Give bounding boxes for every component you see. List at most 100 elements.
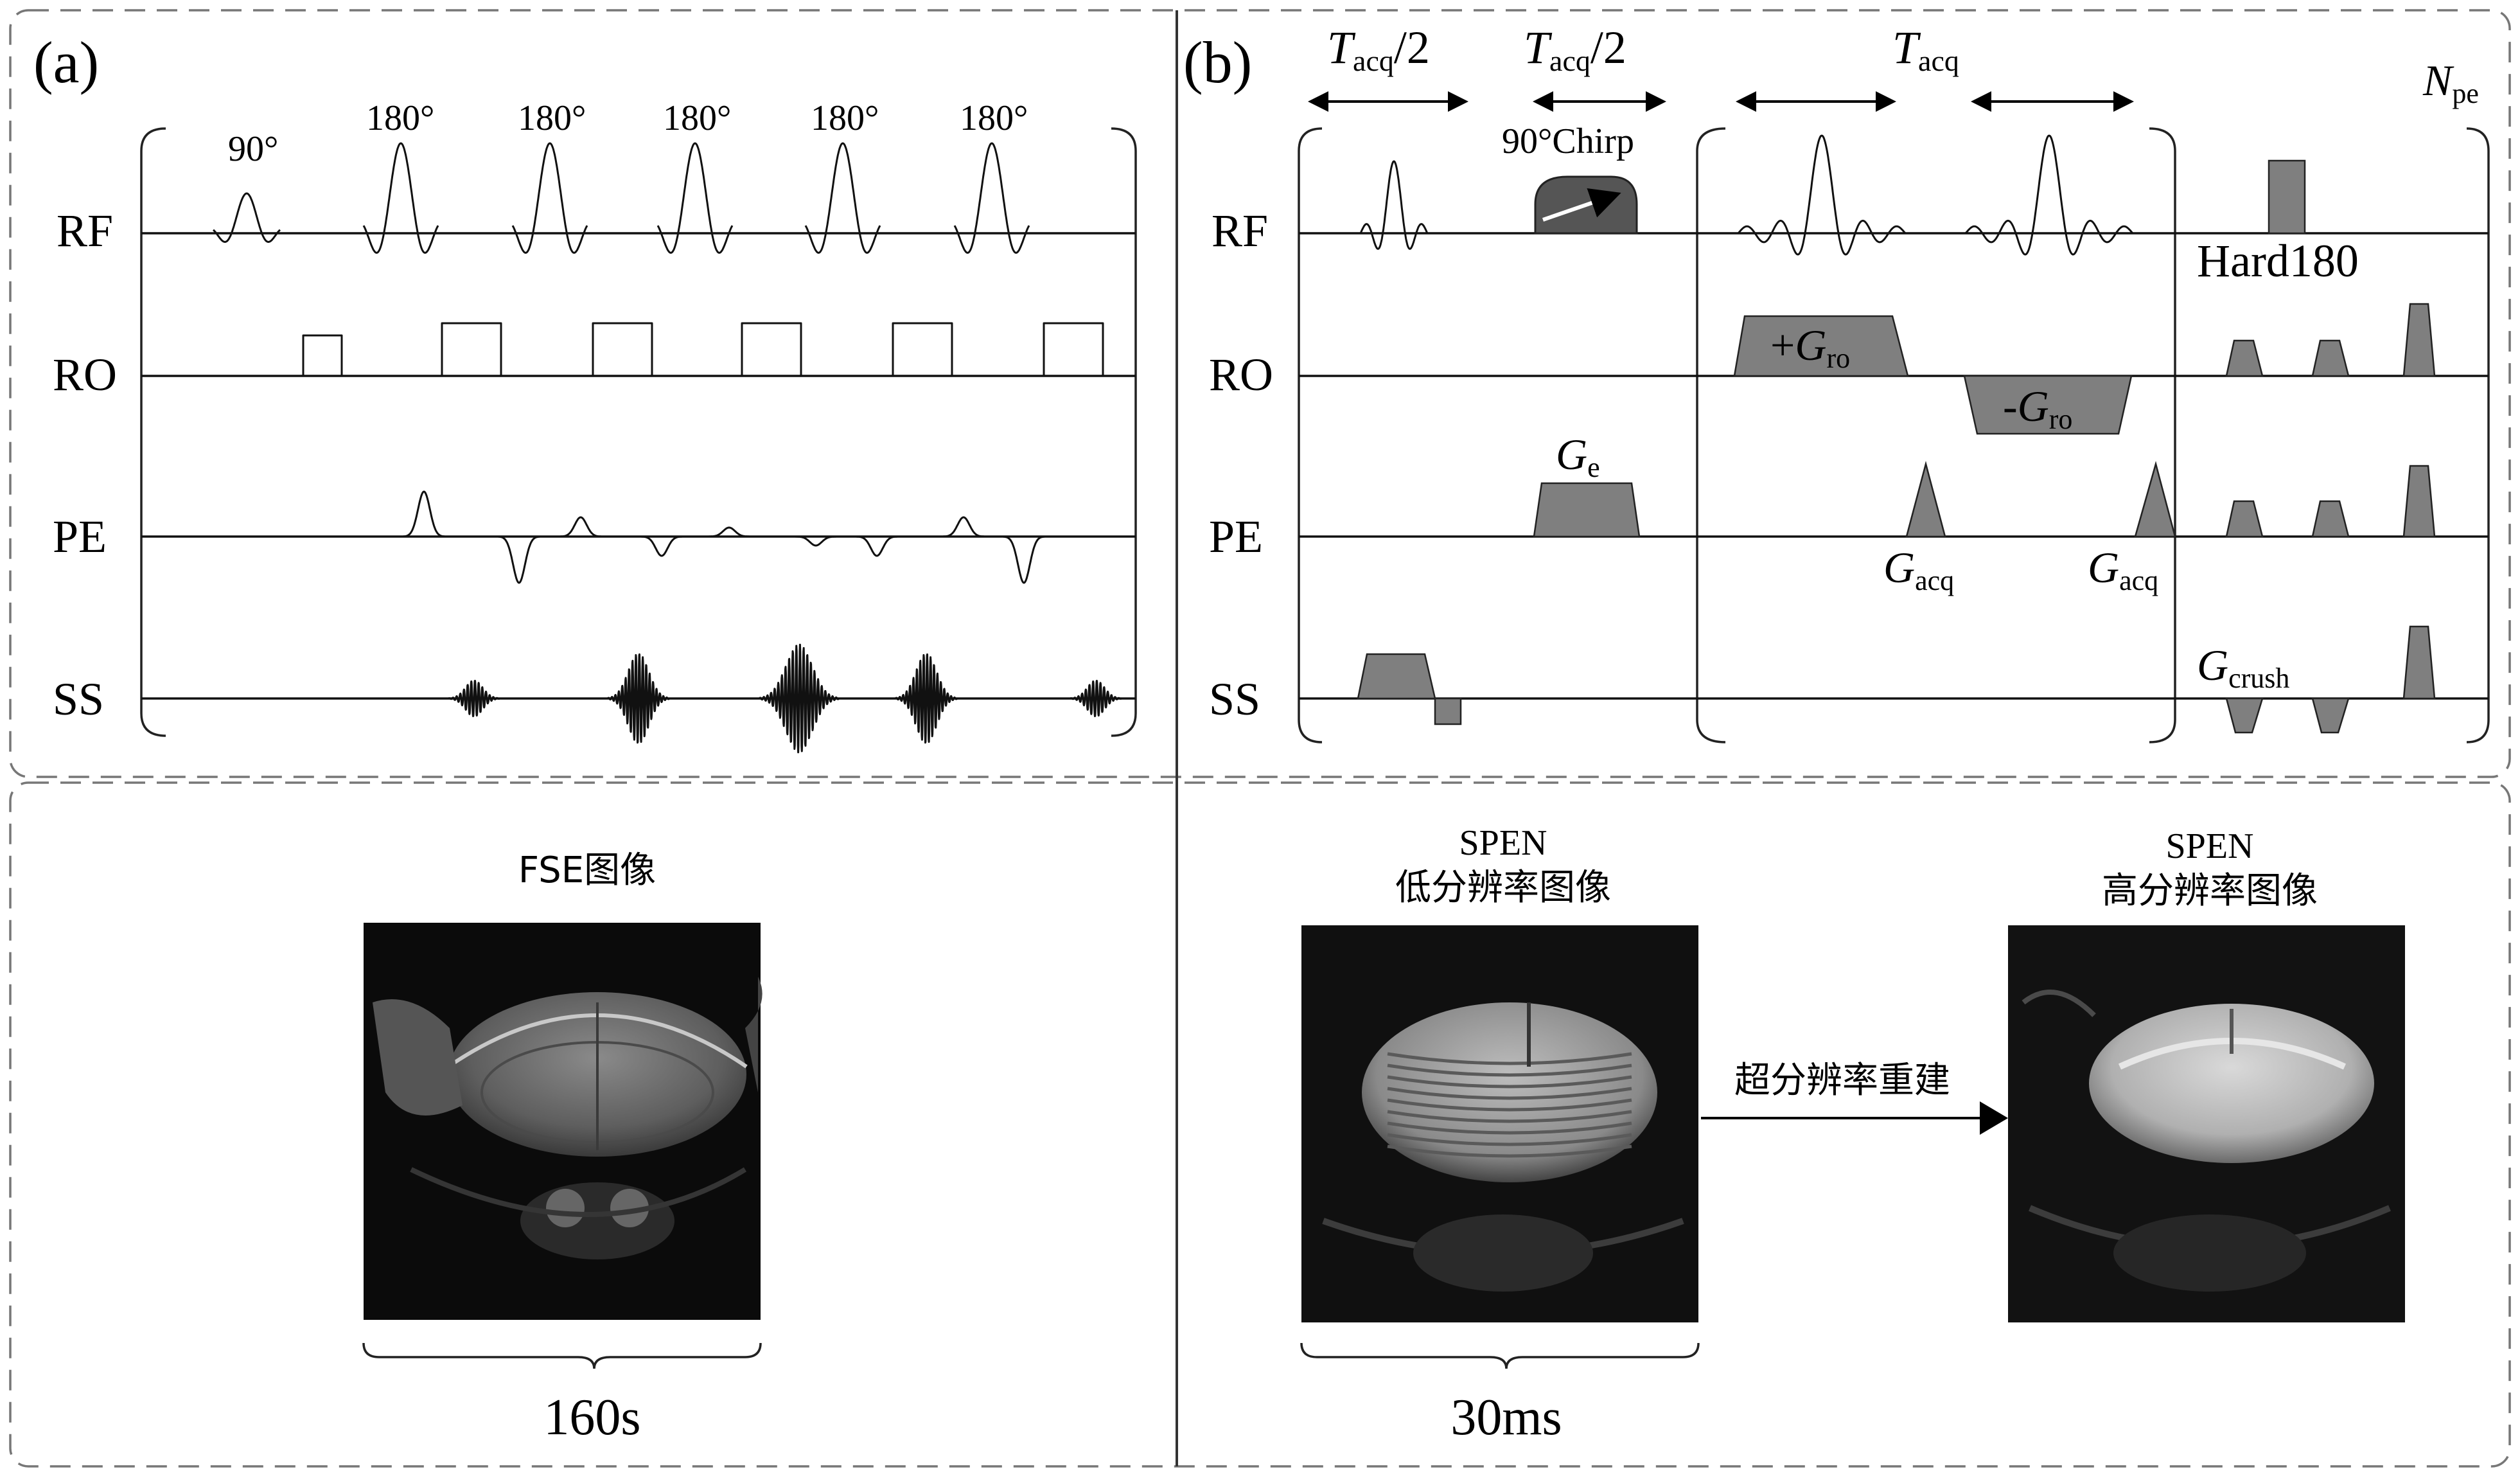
panel-a-ss-echo-5 xyxy=(1069,679,1123,718)
panel-b-ss-rewinder xyxy=(1434,697,1462,725)
panel-a-rf-angle-6: 180° xyxy=(960,98,1028,138)
spen-stripe-artifact xyxy=(1387,1121,1632,1135)
bottom-frame xyxy=(9,781,2511,1468)
panel-a-label: (a) xyxy=(33,30,99,95)
panel-b-rf-refocus-pulse-2 xyxy=(1964,134,2134,256)
panel-a-rf-pulse-180-5 xyxy=(953,142,1030,254)
panel-a-ss-echo-3 xyxy=(758,643,840,754)
panel-a-rf-pulse-180-4 xyxy=(804,142,881,254)
spen-high-title: SPEN xyxy=(2166,826,2254,866)
panel-a-pe-blip-9 xyxy=(1003,535,1045,584)
panel-b-ss-crusher-3 xyxy=(2402,625,2436,700)
panel-b-bracket-3-right xyxy=(2466,127,2490,743)
fse-time-bracket xyxy=(362,1342,762,1369)
spen-high-caption: 高分辨率图像 xyxy=(2102,870,2318,912)
panel-b-ro-positive-gradient xyxy=(1733,315,1909,377)
spen-stripe-artifact xyxy=(1387,1098,1632,1112)
panel-b-rf-excitation-pulse xyxy=(1359,160,1429,250)
panel-b-ss-crusher-2 xyxy=(2311,697,2350,734)
panel-b-chirp-label: 90°Chirp xyxy=(1502,121,1634,161)
spen-stripe-artifact xyxy=(1387,1144,1632,1158)
panel-b-rf-refocus-pulse-1 xyxy=(1737,134,1907,256)
panel-a-pe-blip-1 xyxy=(403,490,445,538)
panel-a-channel-ss: SS xyxy=(53,673,104,725)
spen-stripe-artifact xyxy=(1387,1110,1632,1123)
panel-a-pe-blip-5 xyxy=(708,526,750,538)
panel-a-ss-echoes xyxy=(447,643,1123,754)
panel-a-rf-pulse-180-3 xyxy=(656,142,734,254)
panel-a-rf-angle-3: 180° xyxy=(518,98,586,138)
panel-b-bracket-2-left xyxy=(1696,127,1726,743)
panel-b-ro-crusher-1 xyxy=(2225,339,2264,377)
panel-b-time-label-1: Tacq/2 xyxy=(1327,22,1430,77)
panel-a-rf-angle-5: 180° xyxy=(811,98,879,138)
panel-b-gcrush-label: Gcrush xyxy=(2197,641,2289,694)
spen-low-title: SPEN xyxy=(1459,823,1547,863)
spen-low-caption: 低分辨率图像 xyxy=(1395,867,1611,909)
panel-b-gro-neg-label: -Gro xyxy=(2003,382,2072,435)
panel-b-ss-crusher-1 xyxy=(2225,697,2264,734)
panel-b-ro-crusher-2 xyxy=(2311,339,2350,377)
panel-a-pe-blip-4 xyxy=(640,535,683,557)
panel-a-right-bracket xyxy=(1111,127,1137,737)
panel-b-gacq-blip-2 xyxy=(2134,461,2176,538)
spen-stripe-artifact xyxy=(1387,1052,1632,1065)
panel-b-pe-crusher-1 xyxy=(2225,500,2264,538)
panel-b-pe-crusher-3 xyxy=(2402,465,2436,538)
panel-a-rf-angle-4: 180° xyxy=(663,98,731,138)
panel-b-pe-crusher-2 xyxy=(2311,500,2350,538)
panel-b-channel-pe: PE xyxy=(1209,511,1263,562)
spen-stripe-artifact xyxy=(1387,1075,1632,1089)
panel-a-rf-pulse-180-1 xyxy=(362,142,439,254)
panel-b-ss-gradient xyxy=(1357,653,1436,700)
panel-a-rf-pulse-180-2 xyxy=(511,142,588,254)
spen-time-bracket xyxy=(1300,1342,1700,1369)
panel-a-ss-echo-4 xyxy=(894,653,958,744)
panel-b-npe-label: Npe xyxy=(2422,56,2479,109)
panel-b-channel-ro: RO xyxy=(1209,349,1273,400)
super-resolution-arrowhead xyxy=(1980,1101,2008,1135)
panel-b-time-label-2: Tacq/2 xyxy=(1524,22,1626,77)
panel-a-pe-blip-8 xyxy=(942,516,985,538)
panel-b-channel-ss: SS xyxy=(1209,673,1260,725)
panel-b-label: (b) xyxy=(1183,30,1252,95)
panel-b-hard180-pulse xyxy=(2268,159,2306,235)
panel-b-ge-gradient xyxy=(1533,482,1641,538)
spen-high-image xyxy=(2008,925,2405,1322)
panel-a-left-bracket xyxy=(140,127,166,737)
panel-b-bracket-1-left xyxy=(1298,127,1323,743)
panel-b-gro-pos-label: +Gro xyxy=(1770,321,1850,374)
super-resolution-label: 超分辨率重建 xyxy=(1734,1060,1950,1101)
panel-a-rf-pulse-90 xyxy=(213,192,281,243)
panel-b-gacq-label-1: Gacq xyxy=(1883,543,1954,596)
spen-stripe-artifact xyxy=(1387,1063,1632,1077)
spen-stripe-artifact xyxy=(1387,1087,1632,1100)
panel-b-gacq-label-2: Gacq xyxy=(2088,543,2158,596)
panel-b-channel-rf: RF xyxy=(1212,205,1268,256)
panel-b-chirp-sweep-arrow xyxy=(1542,188,1621,222)
fse-caption: FSE图像 xyxy=(518,849,656,891)
fse-image xyxy=(364,923,762,1320)
panel-b-ro-negative-gradient xyxy=(1963,375,2133,435)
spen-stripe-artifact xyxy=(1387,1133,1632,1146)
spen-low-image xyxy=(1301,925,1698,1322)
panel-b-gacq-blip-1 xyxy=(1905,461,1946,538)
panel-a-channel-pe: PE xyxy=(53,511,107,562)
panel-a-rf-angle-1: 90° xyxy=(228,129,278,169)
panel-a-pe-blips xyxy=(403,490,1045,584)
panel-a-rf-angle-2: 180° xyxy=(366,98,434,138)
panel-a-pe-blip-2 xyxy=(498,535,540,584)
panel-a-ss-echo-2 xyxy=(606,653,671,744)
panel-b-time-label-3: Tacq xyxy=(1892,22,1959,77)
panel-b-hard180-label: Hard180 xyxy=(2197,235,2359,287)
panel-a-ro-waveform xyxy=(141,322,1104,377)
panel-a: (a) RF RO PE SS 90° 180° 180° 180° 180° … xyxy=(33,30,1137,754)
panel-a-pe-blip-3 xyxy=(560,516,602,538)
fse-time-label: 160s xyxy=(543,1389,640,1446)
panel-a-ss-echo-1 xyxy=(447,679,501,718)
panel-a-channel-rf: RF xyxy=(57,205,113,256)
panel-b-ge-label: Ge xyxy=(1556,430,1600,483)
panel-b-rf-pulses xyxy=(1359,134,2134,256)
spen-time-label: 30ms xyxy=(1450,1389,1562,1446)
